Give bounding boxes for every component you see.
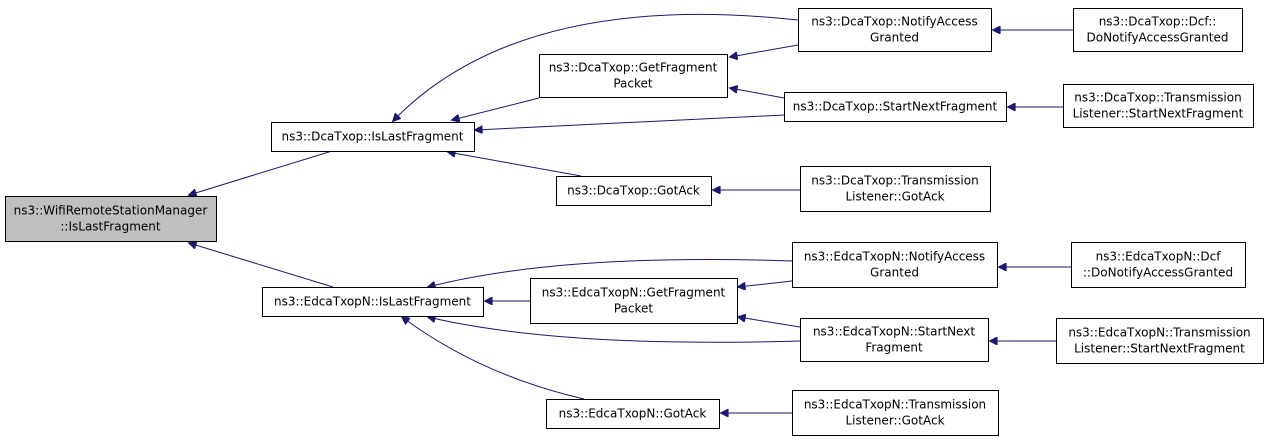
node-box bbox=[1073, 8, 1243, 52]
node-label-line: ns3::DcaTxop::StartNextFragment bbox=[793, 100, 998, 114]
node-edca-notify[interactable]: ns3::EdcaTxopN::NotifyAccessGranted bbox=[792, 242, 998, 288]
node-edca-islast[interactable]: ns3::EdcaTxopN::IsLastFragment bbox=[262, 287, 484, 317]
edges-layer bbox=[189, 13, 1073, 413]
node-dca-tl-gotack[interactable]: ns3::DcaTxop::TransmissionListener::GotA… bbox=[800, 166, 991, 212]
node-box bbox=[539, 54, 728, 98]
node-label-line: ns3::EdcaTxopN::Transmission bbox=[804, 398, 986, 412]
node-label-line: Packet bbox=[614, 302, 654, 316]
node-box bbox=[800, 166, 991, 212]
node-label-line: DoNotifyAccessGranted bbox=[1086, 31, 1228, 45]
node-label-line: Listener::GotAck bbox=[845, 190, 944, 204]
node-label-line: ns3::DcaTxop::GotAck bbox=[567, 184, 700, 198]
node-box bbox=[530, 278, 738, 324]
edge-edca-startnext-to-edca-getfrag bbox=[738, 317, 801, 328]
node-edca-gotack[interactable]: ns3::EdcaTxopN::GotAck bbox=[546, 399, 720, 429]
node-dca-startnext[interactable]: ns3::DcaTxop::StartNextFragment bbox=[784, 92, 1007, 122]
node-label-line: ns3::DcaTxop::NotifyAccess bbox=[811, 15, 977, 29]
node-box bbox=[1063, 84, 1254, 128]
node-label-line: Granted bbox=[870, 31, 919, 45]
node-label-line: ns3::DcaTxop::GetFragment bbox=[549, 61, 718, 75]
node-box bbox=[5, 196, 217, 242]
node-edca-startnext[interactable]: ns3::EdcaTxopN::StartNextFragment bbox=[800, 318, 989, 362]
edge-dca-islast-to-root bbox=[189, 150, 333, 195]
node-edca-tl-startnext[interactable]: ns3::EdcaTxopN::TransmissionListener::St… bbox=[1056, 318, 1264, 364]
node-dca-gotack[interactable]: ns3::DcaTxop::GotAck bbox=[556, 176, 712, 206]
node-label-line: ::IsLastFragment bbox=[60, 220, 160, 234]
node-label-line: ns3::EdcaTxopN::IsLastFragment bbox=[274, 295, 471, 309]
edge-dca-gotack-to-dca-islast bbox=[448, 152, 582, 177]
node-box bbox=[784, 92, 1007, 122]
node-root[interactable]: ns3::WifiRemoteStationManager::IsLastFra… bbox=[5, 196, 217, 242]
node-dca-tl-startnext[interactable]: ns3::DcaTxop::TransmissionListener::Star… bbox=[1063, 84, 1254, 128]
node-label-line: ns3::DcaTxop::IsLastFragment bbox=[282, 130, 464, 144]
node-box bbox=[546, 399, 720, 429]
node-label-line: Packet bbox=[613, 77, 653, 91]
edge-edca-startnext-to-edca-islast bbox=[428, 317, 801, 343]
edge-dca-notify-to-dca-getfrag bbox=[730, 44, 799, 57]
edge-dca-getfrag-to-dca-islast bbox=[452, 97, 540, 120]
node-dca-dcf-notify[interactable]: ns3::DcaTxop::Dcf::DoNotifyAccessGranted bbox=[1073, 8, 1243, 52]
node-box bbox=[792, 242, 998, 288]
node-label-line: ns3::EdcaTxopN::GetFragment bbox=[542, 286, 726, 300]
node-label-line: ns3::DcaTxop::Transmission bbox=[1074, 91, 1241, 105]
edge-dca-startnext-to-dca-islast bbox=[475, 114, 785, 130]
node-box bbox=[792, 390, 999, 436]
node-label-line: Listener::StartNextFragment bbox=[1073, 107, 1244, 121]
nodes-layer: ns3::WifiRemoteStationManager::IsLastFra… bbox=[5, 8, 1264, 436]
node-label-line: ns3::EdcaTxopN::NotifyAccess bbox=[804, 250, 985, 264]
node-box bbox=[1056, 318, 1264, 364]
node-label-line: ns3::WifiRemoteStationManager bbox=[14, 204, 208, 218]
node-label-line: ns3::EdcaTxopN::StartNext bbox=[813, 325, 975, 339]
node-label-line: ::DoNotifyAccessGranted bbox=[1083, 266, 1233, 280]
node-label-line: Listener::StartNextFragment bbox=[1074, 342, 1245, 356]
edge-dca-startnext-to-dca-getfrag bbox=[730, 88, 785, 99]
node-dca-islast[interactable]: ns3::DcaTxop::IsLastFragment bbox=[271, 122, 475, 152]
node-label-line: ns3::DcaTxop::Transmission bbox=[811, 174, 978, 188]
edge-edca-notify-to-edca-islast bbox=[428, 258, 793, 287]
node-box bbox=[556, 176, 712, 206]
node-label-line: ns3::DcaTxop::Dcf:: bbox=[1099, 15, 1217, 29]
node-box bbox=[262, 287, 484, 317]
node-label-line: ns3::EdcaTxopN::GotAck bbox=[559, 407, 707, 421]
edge-edca-islast-to-root bbox=[189, 243, 334, 288]
node-edca-dcf-notify[interactable]: ns3::EdcaTxopN::Dcf::DoNotifyAccessGrant… bbox=[1071, 242, 1246, 288]
node-box bbox=[1071, 242, 1246, 288]
edge-dca-notify-to-dca-islast bbox=[393, 13, 799, 121]
node-edca-tl-gotack[interactable]: ns3::EdcaTxopN::TransmissionListener::Go… bbox=[792, 390, 999, 436]
node-label-line: Fragment bbox=[865, 341, 923, 355]
node-label-line: ns3::EdcaTxopN::Transmission bbox=[1068, 326, 1250, 340]
node-box bbox=[800, 318, 989, 362]
node-label-line: ns3::EdcaTxopN::Dcf bbox=[1096, 250, 1222, 264]
edge-edca-notify-to-edca-getfrag bbox=[738, 280, 793, 287]
node-box bbox=[271, 122, 475, 152]
node-label-line: Listener::GotAck bbox=[845, 414, 944, 428]
edge-edca-gotack-to-edca-islast bbox=[402, 317, 585, 400]
node-dca-notify[interactable]: ns3::DcaTxop::NotifyAccessGranted bbox=[798, 8, 992, 52]
node-box bbox=[798, 8, 992, 52]
node-label-line: Granted bbox=[870, 266, 919, 280]
